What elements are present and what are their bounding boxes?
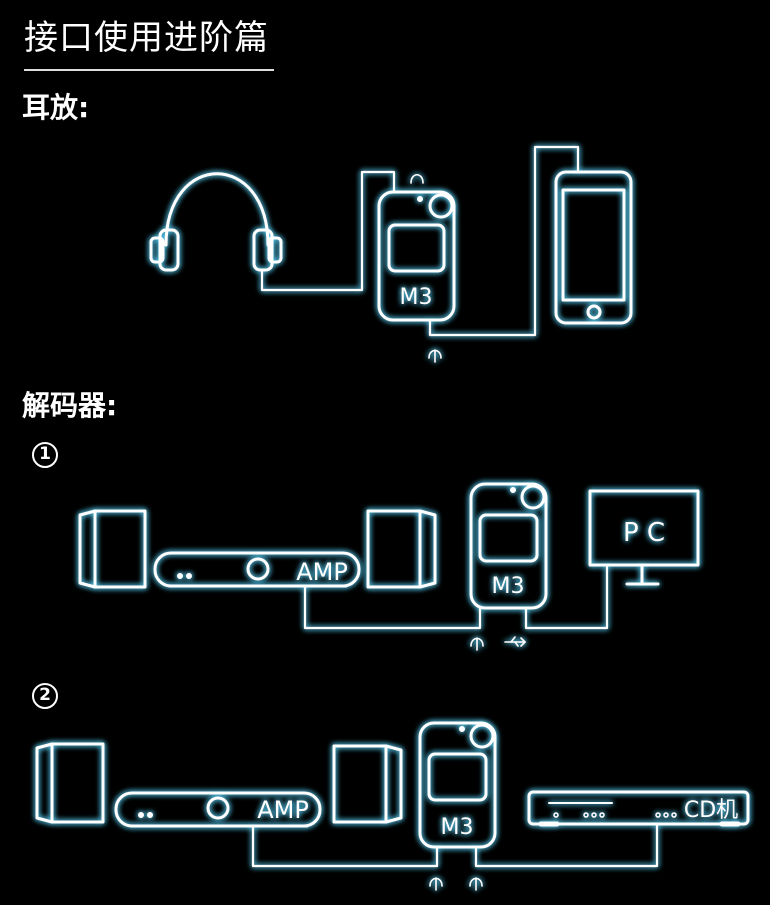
cd-player-icon xyxy=(527,790,750,827)
smartphone-icon xyxy=(554,170,633,325)
amp-label-1: AMP xyxy=(296,558,348,586)
m3-label-2: M3 xyxy=(441,815,474,840)
cd-cable xyxy=(474,824,659,868)
headphone-cable xyxy=(260,170,396,292)
decoder-diagram-1: AMP M3 xyxy=(78,482,700,651)
title-underline xyxy=(24,69,274,71)
m3-label-top: M3 xyxy=(400,285,433,310)
m3-label-1: M3 xyxy=(492,574,525,599)
m3-player-icon xyxy=(377,190,456,322)
speaker-left-icon-2 xyxy=(35,742,105,824)
section-headphone-amp: 耳放: xyxy=(22,91,90,124)
step-2-badge: 2 xyxy=(32,683,58,709)
input-jack-icon-2b xyxy=(469,877,483,891)
amp-icon-2 xyxy=(114,791,322,828)
phone-cable xyxy=(428,145,580,337)
usb-cable-1 xyxy=(524,564,609,630)
pc-monitor-icon xyxy=(588,489,700,586)
section-decoder: 解码器: xyxy=(22,389,118,422)
amp-icon-1 xyxy=(153,551,361,588)
input-jack-icon xyxy=(428,349,442,363)
headphone-amp-diagram: M3 xyxy=(149,145,633,363)
step-1-badge: 1 xyxy=(32,442,58,468)
m3-player-icon-1 xyxy=(469,482,548,610)
amp-cable-2 xyxy=(251,824,439,868)
pc-label: P C xyxy=(623,518,665,548)
decoder-diagram-2: AMP M3 xyxy=(35,721,750,891)
usb-icon-1 xyxy=(504,636,526,647)
speaker-right-icon xyxy=(366,509,437,589)
speaker-right-icon-2 xyxy=(332,744,403,824)
input-jack-icon-1 xyxy=(470,637,484,651)
input-jack-icon-2a xyxy=(429,877,443,891)
cd-label: CD机 xyxy=(684,798,738,823)
page-title: 接口使用进阶篇 xyxy=(24,18,269,58)
amp-label-2: AMP xyxy=(257,796,309,824)
amp-cable-1 xyxy=(303,584,482,630)
headphone-jack-icon xyxy=(410,173,424,184)
headphones-icon xyxy=(149,172,283,272)
speaker-left-icon xyxy=(78,509,147,589)
m3-player-icon-2 xyxy=(418,721,497,849)
